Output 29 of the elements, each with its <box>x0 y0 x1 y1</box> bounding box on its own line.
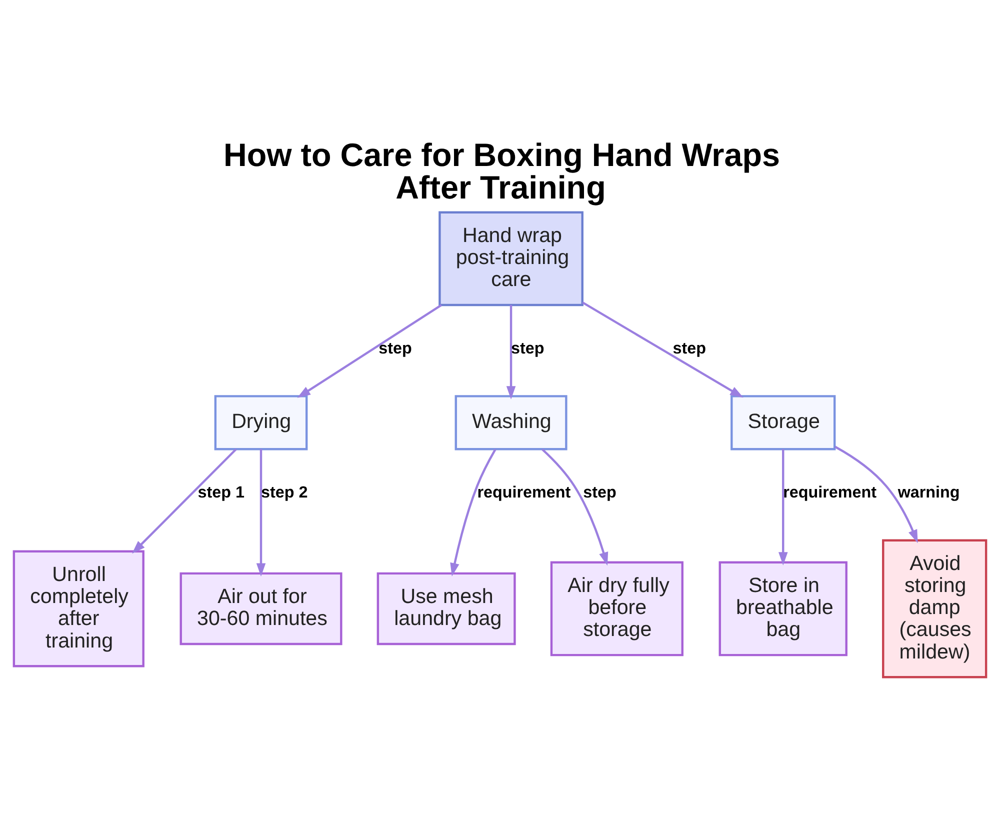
node-box: Avoid storing damp (causes mildew) <box>882 539 988 678</box>
arrow <box>132 448 237 554</box>
node-box: Drying <box>214 395 308 450</box>
arrow <box>256 449 266 576</box>
arrow <box>834 446 918 544</box>
node-box: Hand wrap post-training care <box>438 211 584 306</box>
edge-label: warning <box>898 483 960 502</box>
node-box: Storage <box>730 395 836 450</box>
arrow <box>506 305 516 400</box>
node-box: Store in breathable bag <box>718 561 848 656</box>
edge-label: requirement <box>477 483 571 502</box>
arrow <box>297 304 442 398</box>
edge-label: step 2 <box>261 483 308 502</box>
node-box: Air out for 30-60 minutes <box>180 572 342 646</box>
node-box: Use mesh laundry bag <box>376 572 516 646</box>
arrow <box>582 302 744 398</box>
node-box: Washing <box>454 395 568 450</box>
edge-label: step 1 <box>198 483 244 502</box>
edge-label: requirement <box>783 483 876 502</box>
node-box: Unroll completely after training <box>12 550 144 668</box>
arrow <box>542 448 608 566</box>
edge-label: step <box>511 339 544 358</box>
arrow <box>450 448 496 576</box>
edge-label: step <box>378 339 412 358</box>
arrow <box>778 449 788 566</box>
edge-label: step <box>583 483 616 502</box>
node-box: Air dry fully before storage <box>550 561 684 656</box>
diagram-title: How to Care for Boxing Hand Wraps After Training <box>224 137 780 206</box>
edge-label: step <box>672 339 706 358</box>
